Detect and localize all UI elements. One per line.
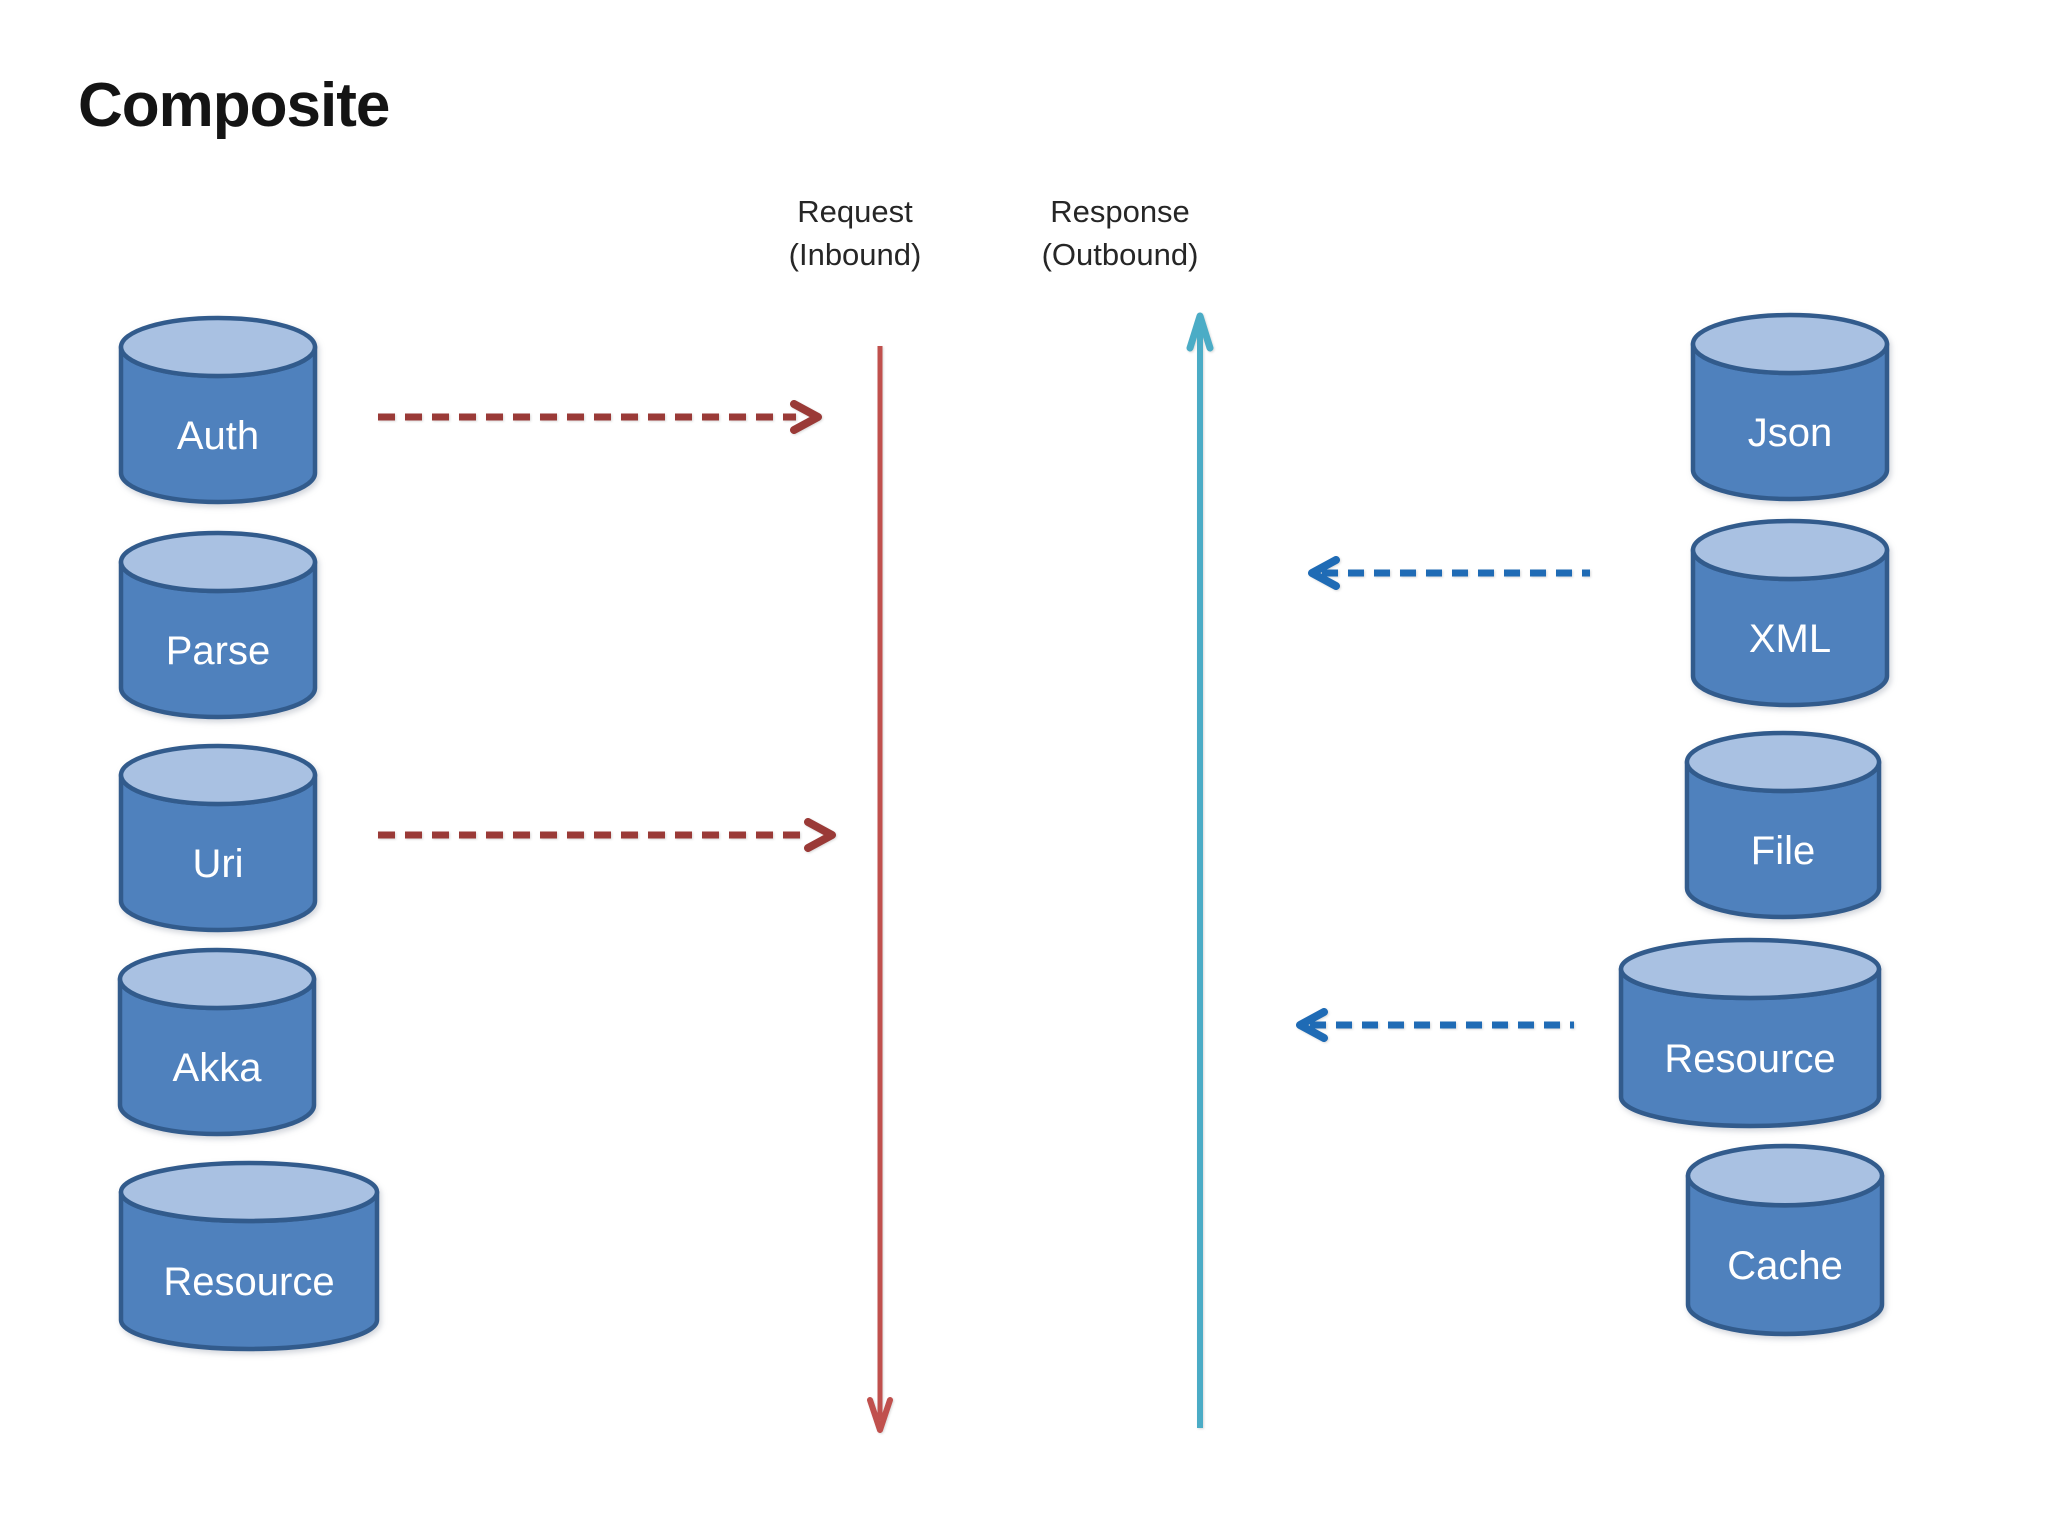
arrow-head-right-icon <box>790 400 822 434</box>
request-arrow-head-down-icon <box>867 1397 893 1433</box>
auth-to-request-dashed-arrow <box>378 400 822 434</box>
db-label: Json <box>1747 410 1833 455</box>
request-lane-name: Request <box>797 194 913 229</box>
response-arrow-head-up-icon <box>1186 312 1214 352</box>
cylinder-top-face <box>118 315 318 379</box>
cylinder-icon <box>1685 1143 1885 1337</box>
db-label: File <box>1750 828 1816 873</box>
db-cylinder-resource-left: Resource <box>118 1160 380 1352</box>
db-cylinder-json: Json <box>1690 312 1890 502</box>
response-lane-label: Response (Outbound) <box>970 190 1270 276</box>
db-cylinder-uri: Uri <box>118 743 318 933</box>
cylinder-top-face <box>118 530 318 594</box>
db-label: Cache <box>1727 1243 1843 1288</box>
cylinder-top-face <box>1684 730 1882 794</box>
cylinder-icon <box>118 743 318 933</box>
request-inbound-arrow <box>867 346 893 1433</box>
db-label: Auth <box>176 413 260 458</box>
db-cylinder-file: File <box>1684 730 1882 920</box>
cylinder-top-face <box>118 1160 380 1224</box>
db-label: Resource <box>1664 1036 1836 1081</box>
arrow-head-right-icon <box>804 818 836 852</box>
db-cylinder-cache: Cache <box>1685 1143 1885 1337</box>
cylinder-icon <box>1690 312 1890 502</box>
cylinder-icon <box>1618 937 1882 1129</box>
db-cylinder-parse: Parse <box>118 530 318 720</box>
db-cylinder-xml: XML <box>1690 518 1890 708</box>
db-cylinder-resource-right: Resource <box>1618 937 1882 1129</box>
cylinder-icon <box>117 947 317 1137</box>
arrow-head-left-icon <box>1296 1008 1328 1042</box>
db-label: Uri <box>192 841 244 886</box>
uri-to-request-dashed-arrow <box>378 818 836 852</box>
request-lane-label: Request (Inbound) <box>705 190 1005 276</box>
page-title: Composite <box>78 71 390 140</box>
cylinder-icon <box>1684 730 1882 920</box>
db-label: Akka <box>172 1045 262 1090</box>
cylinder-top-face <box>117 947 317 1011</box>
xml-to-response-dashed-arrow <box>1308 556 1590 590</box>
response-lane-direction: (Outbound) <box>1041 237 1199 272</box>
cylinder-top-face <box>1685 1143 1885 1208</box>
db-label: Parse <box>165 628 271 673</box>
cylinder-icon <box>118 315 318 505</box>
db-cylinder-akka: Akka <box>117 947 317 1137</box>
cylinder-icon <box>118 530 318 720</box>
cylinder-icon <box>1690 518 1890 708</box>
response-outbound-arrow <box>1186 312 1214 1428</box>
db-label: XML <box>1748 616 1832 661</box>
cylinder-icon <box>118 1160 380 1352</box>
cylinder-top-face <box>118 743 318 807</box>
db-label: Resource <box>163 1259 335 1304</box>
arrow-head-left-icon <box>1308 556 1340 590</box>
cylinder-top-face <box>1690 518 1890 582</box>
response-lane-name: Response <box>1050 194 1190 229</box>
db-cylinder-auth: Auth <box>118 315 318 505</box>
resource-to-response-dashed-arrow <box>1296 1008 1574 1042</box>
cylinder-top-face <box>1690 312 1890 376</box>
request-lane-direction: (Inbound) <box>788 237 922 272</box>
cylinder-top-face <box>1618 937 1882 1001</box>
